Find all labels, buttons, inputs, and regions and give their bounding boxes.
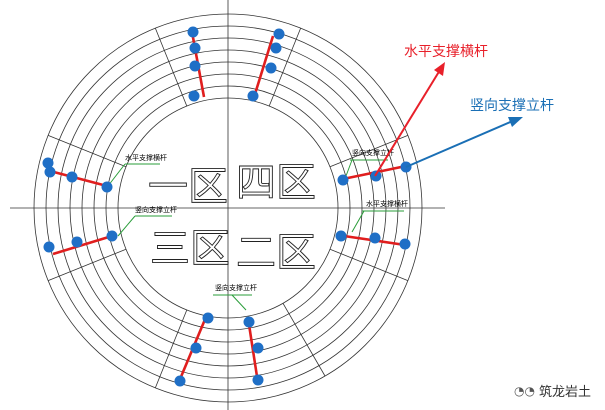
vertical-rod-node — [243, 316, 255, 328]
zone-label-2: 二区 — [236, 230, 316, 276]
vertical-rod-node — [270, 42, 282, 54]
svg-text:水平支撑横杆: 水平支撑横杆 — [125, 153, 167, 162]
horizontal-rod-callout-label: 水平支撑横杆 — [404, 44, 488, 60]
vertical-rod-node — [190, 342, 202, 354]
vertical-rod-node — [265, 62, 277, 74]
horizontal-rod — [253, 35, 275, 95]
zone-label-4: 四区 — [236, 160, 316, 206]
radial-line-7 — [268, 27, 302, 107]
svg-text:水平支撑横杆: 水平支撑横杆 — [366, 199, 408, 208]
vertical-rod-node — [44, 166, 56, 178]
vertical-rod-node — [189, 60, 201, 72]
rod-group-1 — [187, 26, 206, 102]
rod-groups — [42, 26, 412, 387]
vertical-rod-node — [399, 238, 411, 250]
rod-group-2 — [247, 28, 285, 102]
rod-group-3 — [42, 157, 113, 193]
vertical-rod-node — [335, 230, 347, 242]
vertical-rod-node — [252, 342, 264, 354]
radial-dividers — [47, 27, 409, 389]
small-label-right-top: 竖向支撑立杆 — [345, 148, 394, 177]
vertical-rod-node — [101, 181, 113, 193]
vertical-rod-node — [106, 230, 118, 242]
horizontal-rod — [52, 234, 113, 256]
radial-line-4 — [47, 248, 127, 282]
radial-line-5 — [47, 134, 127, 168]
vertical-rod-node — [42, 157, 54, 169]
vertical-rod-node — [202, 312, 214, 324]
vertical-rod-callout-label: 竖向支撑立杆 — [470, 98, 554, 114]
svg-text:竖向支撑立杆: 竖向支撑立杆 — [215, 283, 257, 292]
vertical-rod-node — [247, 90, 259, 102]
zone-label-1: 一区 — [148, 164, 228, 210]
vertical-rod-callout: 竖向支撑立杆 — [405, 98, 554, 168]
vertical-rod-node — [66, 171, 78, 183]
rod-group-7 — [174, 312, 214, 387]
radial-line-1 — [329, 248, 409, 282]
radial-line-3 — [154, 309, 188, 389]
rod-group-6 — [335, 230, 411, 250]
vertical-rod-node — [187, 26, 199, 38]
svg-text:竖向支撑立杆: 竖向支撑立杆 — [135, 205, 177, 214]
vertical-rod-node — [273, 28, 285, 40]
zone-label-3: 三区 — [150, 226, 230, 272]
small-label-left-top: 水平支撑横杆 — [107, 153, 167, 187]
wechat-icon: ◔◔ — [514, 383, 535, 398]
vertical-rod-node — [189, 42, 201, 54]
vertical-rod-node — [188, 90, 200, 102]
watermark: ◔◔ 筑龙岩土 — [514, 381, 591, 401]
vertical-rod-node — [174, 375, 186, 387]
watermark-text: 筑龙岩土 — [538, 385, 591, 400]
vertical-rod-node — [252, 374, 264, 386]
radial-line-6 — [154, 27, 188, 107]
small-label-right-bottom: 水平支撑横杆 — [351, 199, 408, 233]
vertical-rod-node — [369, 232, 381, 244]
horizontal-rod-callout: 水平支撑横杆 — [374, 44, 488, 177]
horizontal-rod — [49, 169, 108, 188]
small-label-bottom: 竖向支撑立杆 — [213, 283, 257, 311]
rod-group-5 — [337, 161, 412, 186]
small-label-left-bottom: 竖向支撑立杆 — [117, 205, 177, 237]
horizontal-rod — [246, 317, 260, 384]
vertical-rod-node — [71, 236, 83, 248]
radial-line-8 — [329, 134, 409, 168]
rod-group-8 — [243, 316, 264, 386]
vertical-rod-node — [337, 174, 349, 186]
vertical-rod-node — [43, 241, 55, 253]
rod-group-4 — [43, 230, 118, 256]
radial-line-2 — [282, 303, 326, 377]
svg-text:竖向支撑立杆: 竖向支撑立杆 — [352, 148, 394, 157]
